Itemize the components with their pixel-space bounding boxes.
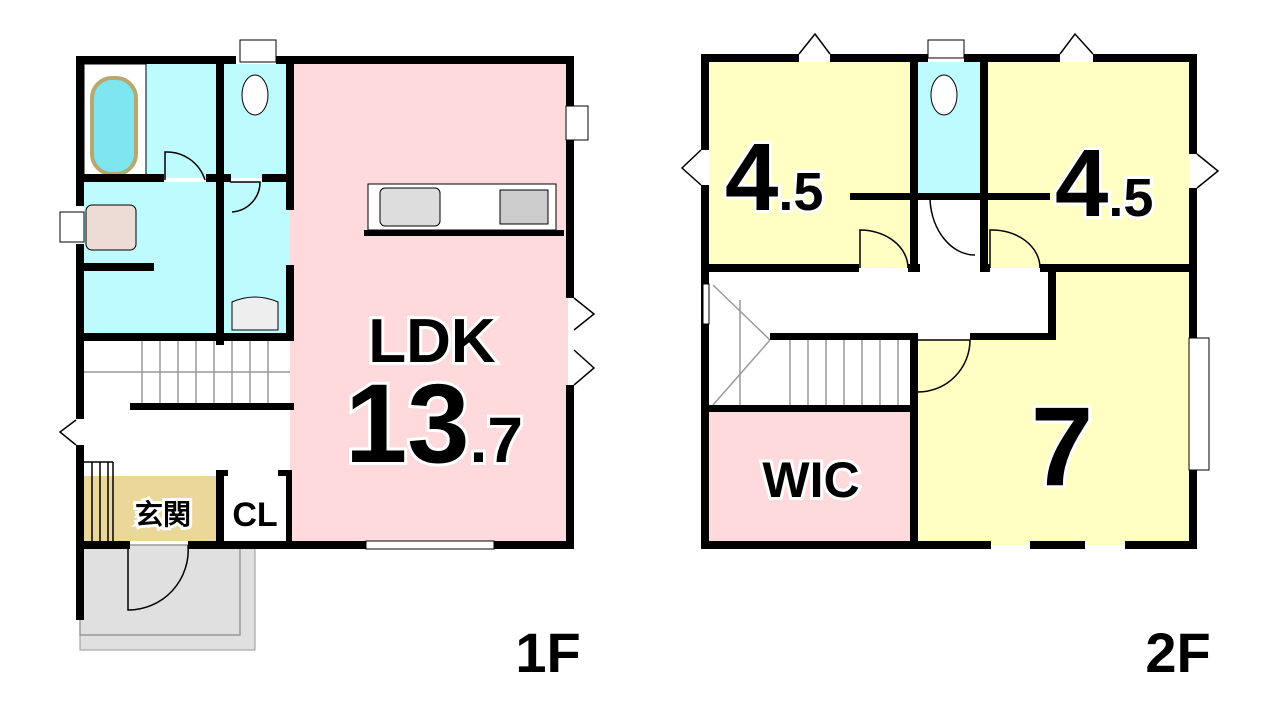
bathtub-icon	[90, 76, 138, 176]
kitchen-sink-icon	[379, 187, 441, 227]
washing-machine-icon	[85, 204, 137, 251]
ldk-label: LDK	[368, 307, 496, 376]
wic-room	[709, 408, 914, 545]
walls-1f	[76, 56, 574, 620]
porch	[79, 544, 256, 651]
toilet-icon	[930, 74, 958, 116]
stove-icon	[499, 189, 549, 225]
genkan-label: 玄関	[135, 498, 191, 530]
ldk-room	[290, 62, 568, 543]
wic-label: WIC	[762, 452, 859, 508]
bedroom-right-size: 4.5	[1055, 130, 1153, 237]
genkan-room	[84, 476, 216, 541]
floor-2: 4.5 4.5 7 WIC 2F	[680, 32, 1220, 687]
bedroom-main-size: 7	[1031, 384, 1093, 509]
floor-1: LDK 13.7 玄関 CL 1F	[58, 39, 596, 687]
bedroom-left	[709, 62, 911, 268]
floor-2-label: 2F	[1145, 621, 1210, 684]
ldk-size: 13.7	[345, 361, 523, 486]
closet-label: CL	[232, 496, 277, 534]
bedroom-main	[914, 272, 1190, 545]
walls-2f	[701, 54, 1197, 549]
stairs-1f	[84, 341, 290, 405]
floor-1-label: 1F	[515, 621, 580, 684]
stairs-2f	[712, 284, 899, 406]
bedroom-right	[984, 62, 1190, 268]
sink-icon	[231, 296, 279, 331]
toilet-icon	[241, 74, 269, 116]
bedroom-left-size: 4.5	[725, 124, 823, 231]
